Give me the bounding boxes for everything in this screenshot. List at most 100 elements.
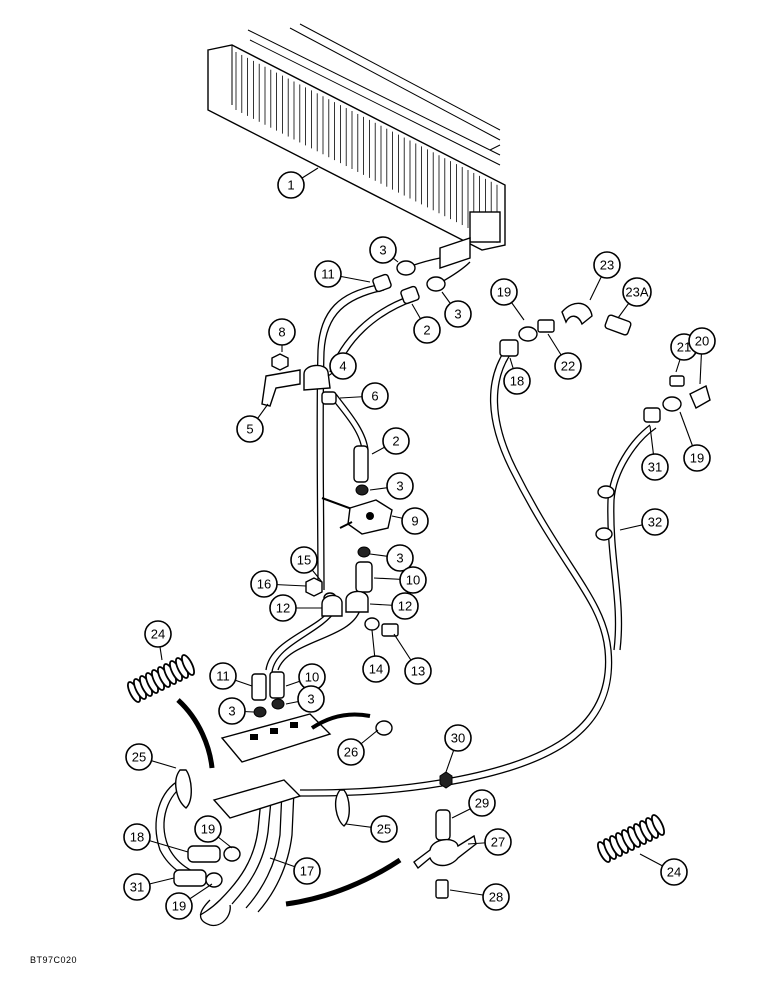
callout-15: 15 <box>290 546 318 574</box>
callout-3: 3 <box>386 472 414 500</box>
svg-text:22: 22 <box>561 359 575 374</box>
svg-text:28: 28 <box>489 890 503 905</box>
callout-25: 25 <box>125 743 153 771</box>
callout-10: 10 <box>399 566 427 594</box>
svg-text:3: 3 <box>396 479 403 494</box>
callout-3: 3 <box>444 300 472 328</box>
svg-text:3: 3 <box>396 551 403 566</box>
spring-guard-bottom <box>597 814 665 863</box>
callout-19: 19 <box>683 444 711 472</box>
callout-18: 18 <box>123 823 151 851</box>
svg-text:5: 5 <box>246 422 253 437</box>
svg-text:8: 8 <box>278 325 285 340</box>
svg-text:27: 27 <box>491 835 505 850</box>
callout-19: 19 <box>490 278 518 306</box>
svg-text:9: 9 <box>411 514 418 529</box>
callout-12: 12 <box>269 594 297 622</box>
callout-14: 14 <box>362 655 390 683</box>
callout-11: 11 <box>209 662 237 690</box>
callout-32: 32 <box>641 508 669 536</box>
callout-29: 29 <box>468 789 496 817</box>
svg-text:24: 24 <box>667 865 681 880</box>
svg-text:17: 17 <box>300 864 314 879</box>
svg-text:15: 15 <box>297 553 311 568</box>
svg-text:14: 14 <box>369 662 383 677</box>
svg-text:19: 19 <box>172 899 186 914</box>
svg-text:1: 1 <box>287 178 294 193</box>
callout-2: 2 <box>413 316 441 344</box>
callout-6: 6 <box>361 382 389 410</box>
svg-text:18: 18 <box>130 830 144 845</box>
svg-text:19: 19 <box>497 285 511 300</box>
svg-text:3: 3 <box>379 243 386 258</box>
callout-5: 5 <box>236 415 264 443</box>
svg-text:11: 11 <box>321 267 335 282</box>
callout-23: 23 <box>593 251 621 279</box>
callout-17: 17 <box>293 857 321 885</box>
callout-12: 12 <box>391 592 419 620</box>
callout-2: 2 <box>382 427 410 455</box>
heater-core <box>207 23 506 285</box>
svg-text:3: 3 <box>307 692 314 707</box>
fittings <box>173 260 711 899</box>
svg-text:13: 13 <box>411 664 425 679</box>
svg-text:20: 20 <box>695 334 709 349</box>
svg-text:32: 32 <box>648 515 662 530</box>
callout-4: 4 <box>329 352 357 380</box>
svg-text:3: 3 <box>228 704 235 719</box>
svg-text:25: 25 <box>132 750 146 765</box>
callout-3: 3 <box>369 236 397 264</box>
callout-11: 11 <box>314 260 342 288</box>
callout-24: 24 <box>144 620 172 648</box>
figure-code: BT97C020 <box>30 955 78 965</box>
svg-text:11: 11 <box>216 669 230 684</box>
callout-3: 3 <box>386 544 414 572</box>
callout-28: 28 <box>482 883 510 911</box>
callout-3: 3 <box>297 685 325 713</box>
svg-text:25: 25 <box>377 822 391 837</box>
svg-text:30: 30 <box>451 731 465 746</box>
svg-text:23A: 23A <box>625 285 648 300</box>
svg-text:26: 26 <box>344 745 358 760</box>
callout-1: 1 <box>277 171 305 199</box>
svg-text:6: 6 <box>371 389 378 404</box>
svg-text:19: 19 <box>690 451 704 466</box>
svg-text:23: 23 <box>600 258 614 273</box>
callout-30: 30 <box>444 724 472 752</box>
spring-guard-top <box>127 654 195 703</box>
callout-13: 13 <box>404 657 432 685</box>
svg-text:12: 12 <box>398 599 412 614</box>
callout-26: 26 <box>337 738 365 766</box>
callout-10: 10 <box>298 663 326 691</box>
callout-31: 31 <box>641 453 669 481</box>
svg-text:12: 12 <box>276 601 290 616</box>
callout-3: 3 <box>218 697 246 725</box>
hose-lines <box>155 284 657 927</box>
callout-9: 9 <box>401 507 429 535</box>
callout-22: 22 <box>554 352 582 380</box>
callout-8: 8 <box>268 318 296 346</box>
callout-25: 25 <box>370 815 398 843</box>
callout-19: 19 <box>165 892 193 920</box>
svg-text:2: 2 <box>392 434 399 449</box>
valve <box>321 497 393 535</box>
svg-text:10: 10 <box>305 670 319 685</box>
svg-text:10: 10 <box>406 573 420 588</box>
svg-text:24: 24 <box>151 627 165 642</box>
svg-text:4: 4 <box>339 359 346 374</box>
callout-24: 24 <box>660 858 688 886</box>
svg-text:31: 31 <box>648 460 662 475</box>
svg-text:19: 19 <box>201 822 215 837</box>
callout-20: 20 <box>688 327 716 355</box>
svg-text:3: 3 <box>454 307 461 322</box>
svg-text:2: 2 <box>423 323 430 338</box>
svg-text:16: 16 <box>257 577 271 592</box>
callout-23a: 23A <box>622 277 652 307</box>
callout-19: 19 <box>194 815 222 843</box>
svg-text:31: 31 <box>130 880 144 895</box>
callout-27: 27 <box>484 828 512 856</box>
svg-text:21: 21 <box>677 340 691 355</box>
svg-text:18: 18 <box>510 374 524 389</box>
callout-16: 16 <box>250 570 278 598</box>
